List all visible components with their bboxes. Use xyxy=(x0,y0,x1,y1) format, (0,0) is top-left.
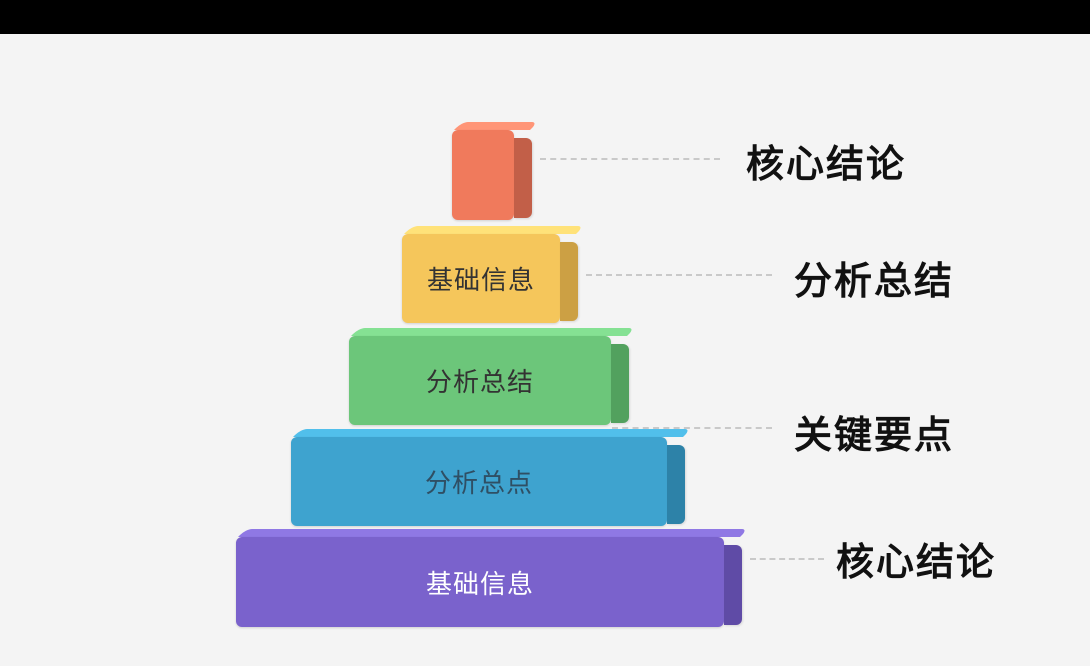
right-label-1: 核心结论 xyxy=(746,142,907,186)
right-label-2: 分析总结 xyxy=(794,259,955,303)
top-black-bar xyxy=(0,0,1090,34)
pyramid-level-1-face xyxy=(452,130,514,220)
pyramid-level-4: 分析总点 xyxy=(291,429,691,526)
pyramid-level-3: 分析总结 xyxy=(349,328,635,425)
pyramid-level-5: 基础信息 xyxy=(236,529,748,627)
pyramid-level-4-label: 分析总点 xyxy=(424,469,533,499)
right-label-3: 关键要点 xyxy=(794,413,955,457)
connector-line-1 xyxy=(540,158,720,160)
pyramid-level-2: 基础信息 xyxy=(402,226,584,323)
connector-line-4 xyxy=(750,558,824,560)
pyramid-level-5-label: 基础信息 xyxy=(425,569,534,600)
pyramid-level-3-label: 分析总结 xyxy=(425,368,534,398)
pyramid-level-2-label: 基础信息 xyxy=(426,266,535,296)
connector-line-2 xyxy=(586,274,772,276)
right-label-4: 核心结论 xyxy=(836,540,997,584)
pyramid-level-1-label xyxy=(452,130,514,220)
connector-line-3 xyxy=(612,427,772,429)
pyramid-diagram: 基础信息 分析总结 分析总点 基础信息 核心结论 分析总结 关键要点 核心结论 xyxy=(0,34,1090,666)
pyramid-level-1 xyxy=(452,122,538,220)
